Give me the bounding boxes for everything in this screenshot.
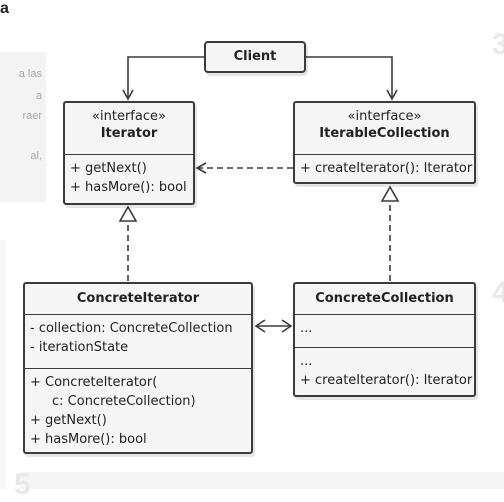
iterable-collection-interface-box: «interface» IterableCollection + createI… bbox=[293, 101, 476, 184]
iterator-method: + hasMore(): bool bbox=[70, 180, 187, 195]
concrete-collection-method: ... bbox=[300, 354, 313, 369]
concrete-collection-attribute: ... bbox=[300, 321, 313, 336]
concrete-collection-method: + createIterator(): Iterator bbox=[300, 373, 473, 388]
iterator-stereotype: «interface» bbox=[92, 109, 166, 124]
background-side-text: al, bbox=[30, 150, 42, 162]
concrete-iterator-method: + ConcreteIterator( bbox=[30, 375, 158, 390]
iterable-collection-name: IterableCollection bbox=[319, 126, 450, 141]
concrete-iterator-class-box: ConcreteIterator - collection: ConcreteC… bbox=[23, 282, 253, 454]
concrete-iterator-method: + hasMore(): bool bbox=[30, 432, 147, 447]
connector-layer bbox=[118, 56, 400, 333]
association-arrowhead-left bbox=[254, 319, 266, 333]
client-to-iterator-association bbox=[122, 56, 204, 101]
concrete-iterator-attributes: - collection: ConcreteCollection - itera… bbox=[25, 315, 251, 368]
iterator-methods: + getNext() + hasMore(): bool bbox=[65, 155, 193, 200]
iterable-collection-stereotype: «interface» bbox=[347, 109, 422, 124]
background-side-panel: a las a raer al, bbox=[0, 52, 46, 202]
iterable-collection-method: + createIterator(): Iterator bbox=[300, 161, 473, 176]
concrete-collection-class-box: ConcreteCollection ... ... + createItera… bbox=[293, 282, 476, 397]
association-arrowhead-right bbox=[281, 319, 293, 333]
concrete-collection-attributes: ... bbox=[295, 315, 474, 347]
background-side-text: a las bbox=[18, 68, 42, 80]
concrete-collection-name: ConcreteCollection bbox=[295, 284, 474, 315]
concrete-iterator-method: + getNext() bbox=[30, 413, 107, 428]
concrete-iterator-attribute: - collection: ConcreteCollection bbox=[30, 321, 233, 336]
iterator-method: + getNext() bbox=[70, 161, 147, 176]
background-side-text: a bbox=[35, 90, 42, 102]
background-step-number: 3 bbox=[492, 28, 504, 61]
concrete-iterator-name: ConcreteIterator bbox=[25, 284, 251, 315]
background-side-text: raer bbox=[22, 110, 42, 122]
iterable-collection-header: «interface» IterableCollection bbox=[295, 103, 474, 155]
iterable-collection-methods: + createIterator(): Iterator bbox=[295, 155, 474, 181]
background-left-strip bbox=[0, 240, 6, 489]
concrete-collection-methods: ... + createIterator(): Iterator bbox=[295, 347, 474, 393]
background-heading-fragment: a bbox=[0, 0, 9, 17]
collection-realization-triangle bbox=[380, 185, 400, 202]
client-class-name: Client bbox=[233, 49, 277, 64]
background-step-number: 4 bbox=[492, 276, 504, 309]
iterator-realization-triangle bbox=[118, 205, 138, 222]
concrete-iterator-attribute: - iterationState bbox=[30, 340, 129, 355]
iterator-header: «interface» Iterator bbox=[65, 103, 193, 155]
client-to-collection-association bbox=[306, 56, 398, 101]
client-class-box: Client bbox=[204, 41, 306, 73]
concrete-iterator-methods: + ConcreteIterator( c: ConcreteCollectio… bbox=[25, 368, 251, 452]
background-bottom-panel bbox=[20, 472, 504, 489]
iterator-interface-box: «interface» Iterator + getNext() + hasMo… bbox=[63, 101, 195, 205]
iterator-name: Iterator bbox=[100, 126, 158, 141]
concrete-iterator-method-param: c: ConcreteCollection) bbox=[52, 394, 196, 409]
